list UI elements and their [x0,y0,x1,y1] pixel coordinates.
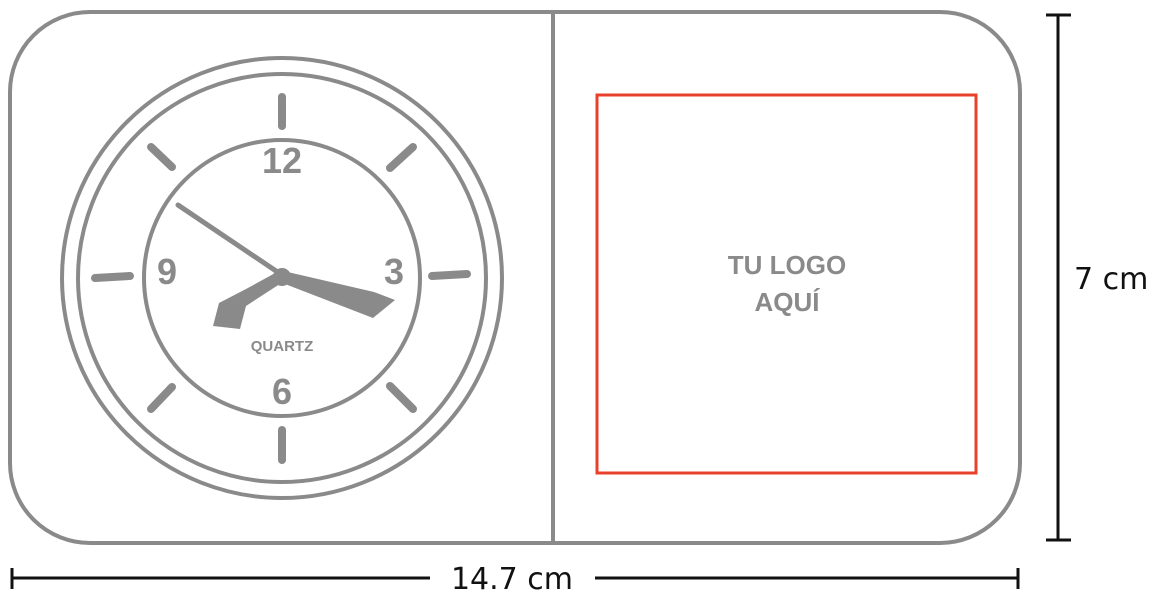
marker-sw [147,383,176,413]
logo-placeholder-line2: AQUÍ [755,287,821,317]
marker-9 [91,272,134,282]
marker-ne [386,143,417,172]
logo-placeholder-line1: TU LOGO [728,250,846,280]
clock-face: 12 3 6 9 QUARTZ [60,56,504,500]
clock-middle-ring [76,72,488,484]
marker-nw [147,143,176,171]
height-dimension-label: 7 cm [1074,262,1148,297]
clock-hour-markers [91,93,471,464]
clock-center-hub [273,268,291,286]
marker-se [386,382,417,413]
width-dimension [10,568,1020,589]
clock-hour-hand [213,272,286,329]
clock-numeral-6: 6 [272,371,292,412]
clock-minute-hand [175,202,285,278]
clock-second-hand [279,270,395,318]
clock-outer-ring [60,56,504,500]
clock-inner-ring [142,138,422,418]
clock-numeral-12: 12 [262,140,302,181]
width-dimension-label: 14.7 cm [451,562,573,595]
clock-numeral-9: 9 [157,251,177,292]
clock-brand-label: QUARTZ [251,338,314,355]
clock-numeral-3: 3 [384,251,404,292]
marker-3 [428,270,471,280]
product-body-outline [8,10,1022,545]
height-dimension [1046,13,1071,542]
logo-placement-frame [595,93,978,475]
